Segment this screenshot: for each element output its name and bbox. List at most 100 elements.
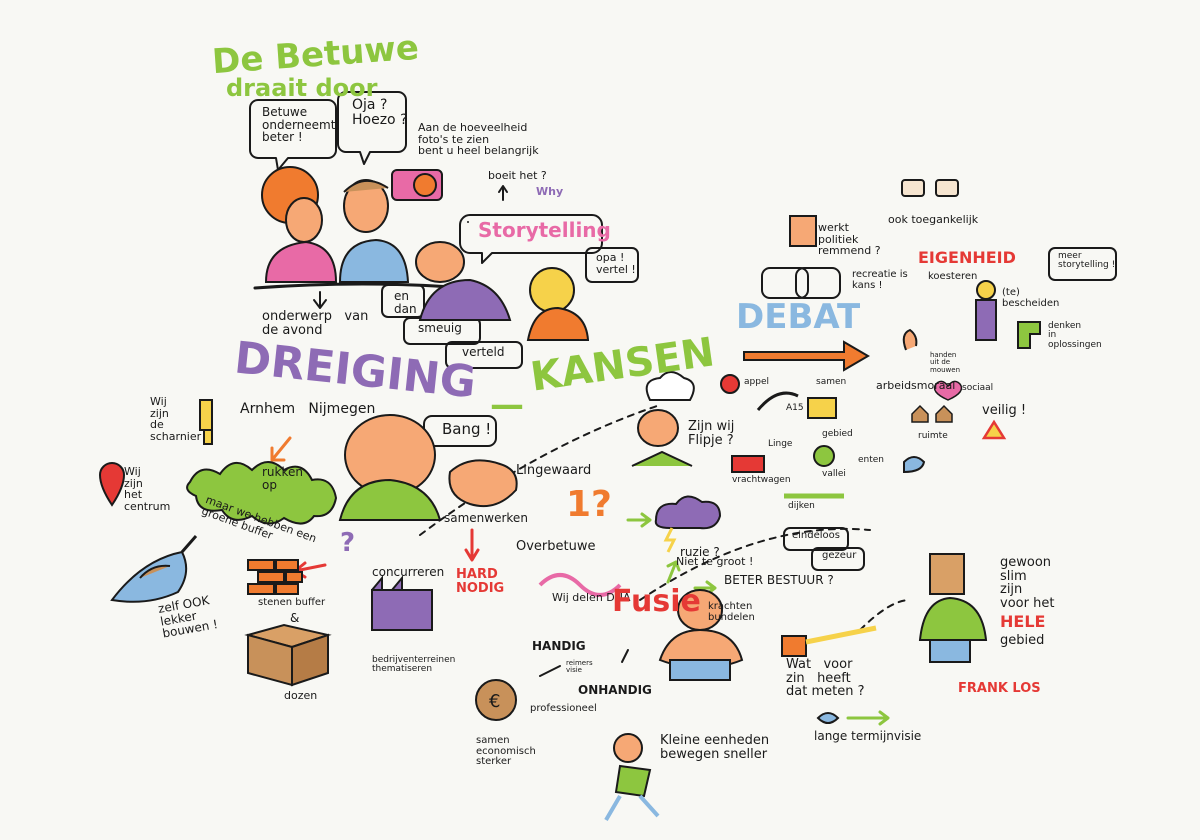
- measuring-tape-icon: [781, 635, 807, 657]
- foto-text: Aan de hoeveelheid foto's te zien bent u…: [418, 121, 539, 158]
- werkt-politiek-text: werkt politiek remmend ?: [818, 221, 881, 258]
- debat-arrow: [743, 340, 870, 372]
- samen-sterker-text: samen economisch sterker: [476, 735, 536, 767]
- dijken-text: dijken: [788, 501, 815, 511]
- vrachtwagen-text: vrachtwagen: [732, 475, 791, 485]
- kleine-text: Kleine eenheden bewegen sneller: [660, 733, 770, 762]
- tape-line: [805, 625, 877, 645]
- arm-icon: [902, 328, 918, 351]
- samen-text: samen: [816, 377, 847, 387]
- hand-icon: [903, 456, 926, 474]
- vallei-text: vallei: [822, 469, 846, 479]
- purple-person-figure: [975, 299, 997, 341]
- bubble-betuwe-text: Betuwe onderneemt beter !: [262, 105, 336, 145]
- woman-figure: [261, 166, 338, 283]
- veilig-text: veilig !: [982, 403, 1027, 418]
- road-icon: [756, 391, 799, 411]
- bubble-betuwe: [249, 99, 337, 171]
- people-icon: [807, 397, 837, 419]
- bricks-icon: [247, 559, 303, 595]
- dash-line-samenwerken: [419, 404, 661, 536]
- why-text: Why: [536, 185, 564, 198]
- bubble-eindeloos: [783, 527, 849, 551]
- lingewaard-text: Lingewaard: [516, 463, 592, 478]
- bubble-verteld: [445, 341, 523, 369]
- frank-los-signature: FRANK LOS: [958, 681, 1041, 696]
- arrow-1: [626, 512, 652, 528]
- chef-figure: [631, 371, 695, 467]
- factory-icon: [371, 575, 433, 631]
- wij-centrum-text: Wij zijn het centrum: [124, 465, 171, 513]
- table-line: [253, 282, 467, 290]
- appel-text: appel: [744, 377, 769, 387]
- hele-text: HELE: [1000, 612, 1046, 631]
- money-bag-icon: [475, 679, 517, 721]
- bubble-bang: [423, 415, 497, 447]
- concurreren-text: concurreren: [372, 565, 445, 579]
- fusie-text: Fusie: [612, 584, 701, 619]
- bubble-oja: [337, 91, 407, 165]
- niet-groot-text: Niet te groot !: [676, 555, 754, 568]
- gebied-text: gebied: [1000, 633, 1045, 648]
- grandfather-figure: [415, 241, 512, 321]
- krachten-text: krachten bundelen: [708, 601, 755, 623]
- question-mark: ?: [340, 528, 356, 558]
- tree-icon: [813, 445, 835, 467]
- bubble-gezeur: [811, 547, 865, 571]
- sociaal-text: sociaal: [962, 383, 994, 393]
- arnhem-text: Arnhem Nijmegen: [240, 401, 376, 417]
- hand-stop-icon: [789, 215, 817, 247]
- ruzie-text: ruzie ?: [680, 545, 720, 559]
- beter-bestuur-text: BETER BESTUUR ?: [724, 573, 834, 587]
- title-line-2: draait door: [226, 74, 378, 102]
- bubble-oja-text: Oja ? Hoezo ?: [352, 97, 408, 128]
- handshake-icon: [448, 459, 518, 508]
- smeuig-text: smeuig: [418, 321, 462, 335]
- ruimte-text: ruimte: [918, 431, 948, 441]
- ampersand-text: &: [290, 611, 300, 625]
- houses-icon: [911, 404, 953, 423]
- eye-icon: [816, 712, 840, 724]
- strongman-figure: [658, 589, 744, 681]
- flipje-text: Zijn wij Flipje ?: [688, 419, 735, 448]
- rukken-text: rukken op: [262, 465, 303, 492]
- overbetuwe-text: Overbetuwe: [516, 539, 596, 554]
- boxhead-figure: [918, 553, 988, 663]
- onderwerp-text: onderwerp van de avond: [262, 309, 369, 338]
- lightning-icon: [663, 527, 677, 553]
- lange-text: lange termijnvisie: [814, 729, 922, 743]
- bubble-debat-1: [761, 267, 809, 299]
- handen-text: handen uit de mouwen: [930, 351, 961, 374]
- arrow-handig: [539, 665, 561, 677]
- arrow-rukken: [270, 436, 292, 462]
- green-buffer-bushes: [186, 461, 338, 525]
- denken-text: denken in oplossingen: [1048, 321, 1102, 350]
- eigenheid-text: EIGENHEID: [918, 248, 1016, 267]
- man-figure: [338, 179, 410, 283]
- dozen-text: dozen: [284, 689, 318, 702]
- hard-nodig-text: HARD NODIG: [456, 567, 505, 596]
- wat-zin-text: Wat voor zin heeft dat meten ?: [786, 657, 865, 700]
- bedrijven-text: bedrijventerreinen thematiseren: [372, 655, 456, 675]
- ook-toeg-text: ook toegankelijk: [888, 213, 979, 226]
- enten-text: enten: [858, 455, 885, 465]
- trowel-icon: [110, 535, 198, 603]
- worried-man-figure: [338, 414, 442, 521]
- recreatie-text: recreatie is kans !: [852, 269, 908, 291]
- bubble-opa: [585, 247, 639, 283]
- te-bescheiden-text: (te) bescheiden: [1002, 287, 1060, 309]
- child-figure: [526, 267, 590, 341]
- running-man-figure: [604, 733, 660, 822]
- apple-icon: [720, 374, 740, 394]
- euro-icon: €: [489, 691, 500, 712]
- verteld-text: verteld: [462, 345, 505, 359]
- meer-story-text: meer storytelling !: [1058, 251, 1116, 271]
- storm-cloud-icon: [654, 495, 722, 530]
- arrow-up-boeit: [498, 185, 508, 201]
- gezeur-text: gezeur: [822, 550, 857, 561]
- een-vraag-text: 1?: [566, 484, 612, 525]
- linge-text: Linge: [768, 439, 793, 449]
- gebied2-text: gebied: [822, 429, 853, 439]
- dash-text: —: [490, 385, 524, 425]
